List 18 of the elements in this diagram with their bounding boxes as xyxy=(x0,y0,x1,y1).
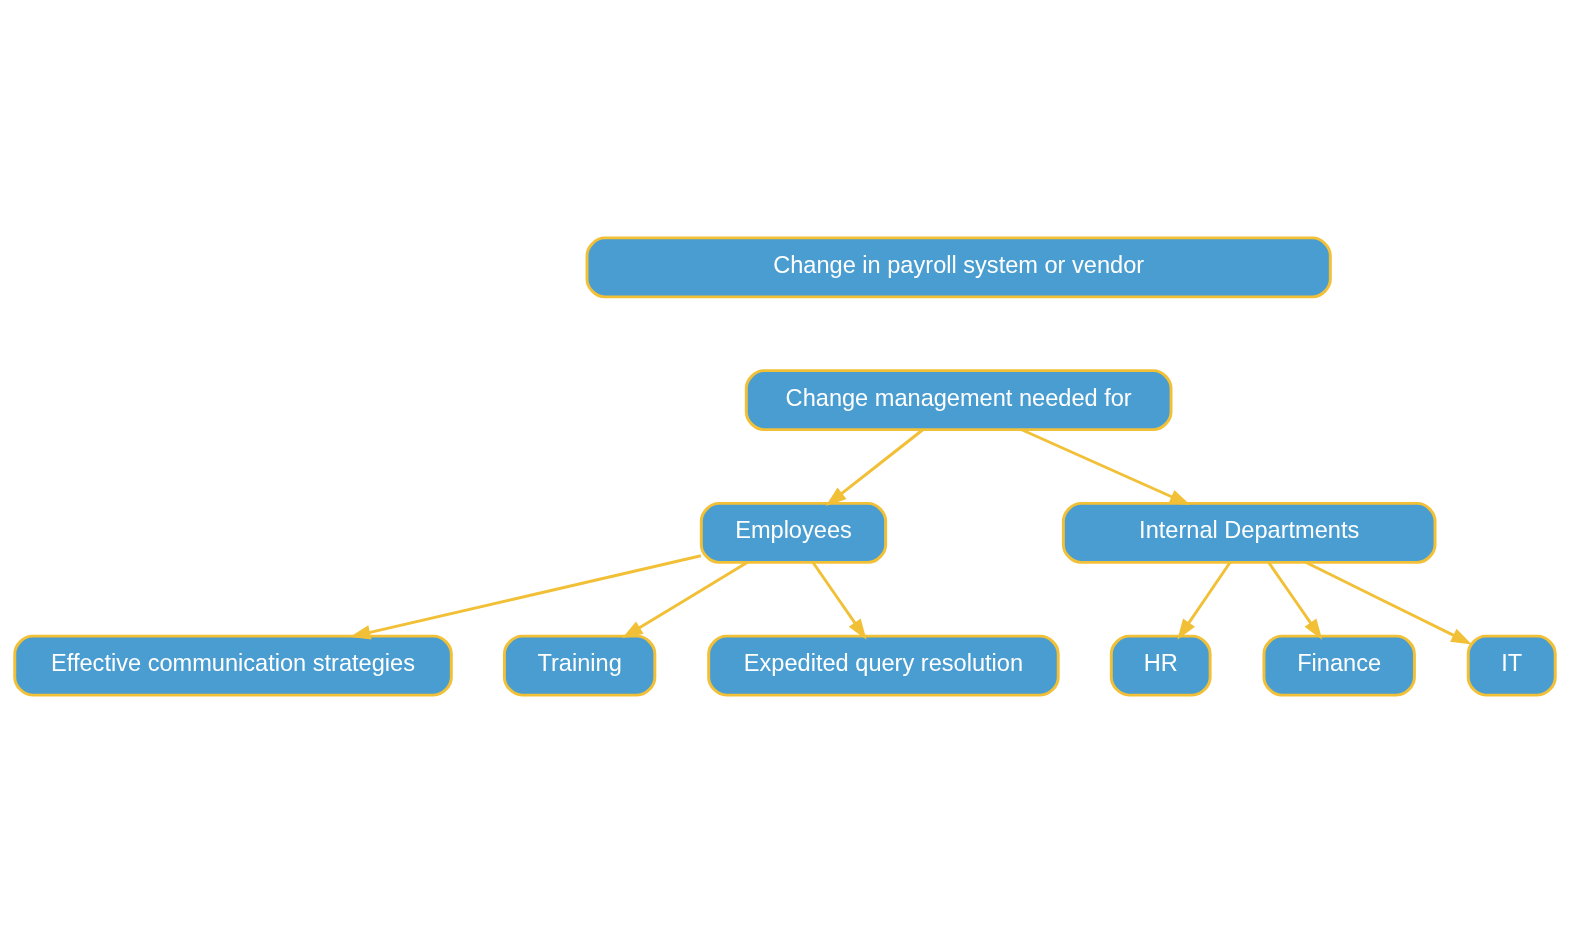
node-box: IT xyxy=(1466,634,1557,697)
arrow xyxy=(622,560,748,638)
node-box: HR xyxy=(1109,634,1212,697)
node-box: Employees xyxy=(699,501,888,564)
node-box: Training xyxy=(502,634,657,697)
node-box: Change in payroll system or vendor xyxy=(585,235,1332,298)
arrow xyxy=(349,553,702,639)
arrow xyxy=(1177,561,1232,640)
arrow xyxy=(1305,560,1472,644)
arrow xyxy=(811,561,867,640)
arrow xyxy=(1021,427,1191,505)
node-box: Expedited query resolution xyxy=(707,634,1060,697)
arrow xyxy=(1267,561,1323,640)
node-box: Effective communication strategies xyxy=(13,634,453,697)
node-box: Finance xyxy=(1262,634,1416,697)
node-box: Internal Departments xyxy=(1061,501,1437,564)
node-box: Change management needed for xyxy=(744,368,1173,431)
arrow xyxy=(825,428,924,506)
